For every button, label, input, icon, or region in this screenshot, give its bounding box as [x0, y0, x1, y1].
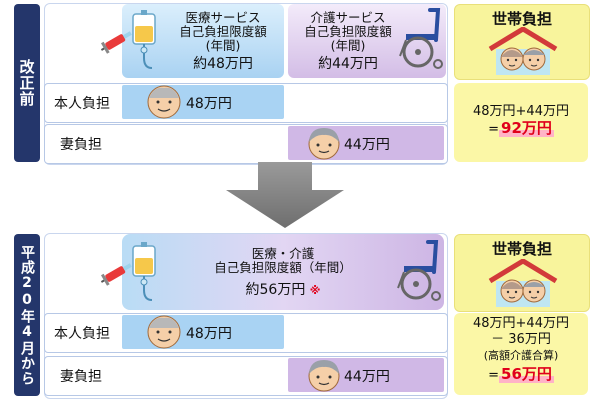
after-household-title: 世帯負担 — [491, 240, 552, 258]
elderly-woman-icon — [306, 358, 342, 392]
before-household-calc: 48万円+44万円 =92万円 — [454, 83, 588, 162]
combined-card-line1: 医療・介護 — [251, 245, 315, 261]
after-wife-label: 妻負担 — [60, 369, 102, 385]
after-calc-total: 56万円 — [501, 365, 552, 383]
elderly-couple-icon — [488, 259, 558, 309]
medical-card-line2: 自己負担限度額 — [179, 24, 267, 39]
after-calc-line3: (高額介護合算) — [483, 349, 559, 362]
medical-card-line3: (年間) — [205, 38, 241, 53]
before-calc-total: 92万円 — [501, 119, 552, 137]
after-household-calc: 48万円+44万円 － 36万円 (高額介護合算) =56万円 — [454, 313, 588, 395]
syringe-icon — [97, 26, 137, 56]
elderly-couple-icon — [488, 27, 558, 77]
after-wife-amount: 44万円 — [344, 369, 390, 385]
before-self-label: 本人負担 — [54, 96, 110, 112]
before-tab-label: 改正前 — [17, 59, 36, 107]
before-self-amount: 48万円 — [186, 96, 232, 112]
medical-card-amount: 約48万円 — [193, 56, 253, 72]
after-self-label: 本人負担 — [54, 326, 110, 342]
before-wife-amount: 44万円 — [344, 137, 390, 153]
medical-card-line1: 医療サービス — [185, 10, 261, 25]
after-household-header: 世帯負担 — [454, 234, 590, 312]
iv-drip-icon — [128, 10, 162, 72]
combined-card: 医療・介護 自己負担限度額（年間） 約56万円 ※ — [122, 234, 444, 310]
after-calc-line1: 48万円+44万円 — [473, 316, 569, 331]
elderly-man-icon — [146, 314, 182, 350]
iv-drip-icon — [128, 242, 162, 304]
before-calc-eq: = — [488, 122, 500, 137]
care-card-amount: 約44万円 — [318, 56, 378, 72]
before-calc-line1: 48万円+44万円 — [473, 104, 569, 119]
care-card-line3: (年間) — [330, 38, 366, 53]
after-calc-eq: = — [488, 368, 500, 383]
after-tab-label: 平成20年4月から — [19, 244, 35, 386]
combined-card-mark: ※ — [309, 283, 321, 297]
after-self-amount: 48万円 — [186, 326, 232, 342]
elderly-woman-icon — [306, 126, 342, 160]
after-tab: 平成20年4月から — [14, 234, 40, 396]
combined-card-amount-line: 約56万円 ※ — [246, 283, 321, 298]
before-wife-label: 妻負担 — [60, 137, 102, 153]
before-tab: 改正前 — [14, 4, 40, 162]
care-card-line1: 介護サービス — [310, 10, 386, 25]
care-card-line2: 自己負担限度額 — [304, 24, 392, 39]
combined-card-amount: 約56万円 — [245, 281, 306, 298]
combined-card-line2: 自己負担限度額（年間） — [214, 259, 352, 275]
after-calc-line2: － 36万円 — [491, 332, 551, 347]
before-household-header: 世帯負担 — [454, 4, 590, 80]
before-calc-total-line: =92万円 — [454, 120, 588, 138]
wheelchair-icon — [394, 238, 444, 302]
care-card: 介護サービス 自己負担限度額 (年間) 約44万円 — [288, 4, 446, 78]
elderly-man-icon — [146, 84, 182, 120]
after-calc-total-line: =56万円 — [454, 366, 588, 384]
wheelchair-icon — [396, 6, 446, 70]
down-arrow-icon — [226, 162, 344, 228]
before-household-title: 世帯負担 — [491, 10, 552, 28]
syringe-icon — [97, 258, 137, 288]
